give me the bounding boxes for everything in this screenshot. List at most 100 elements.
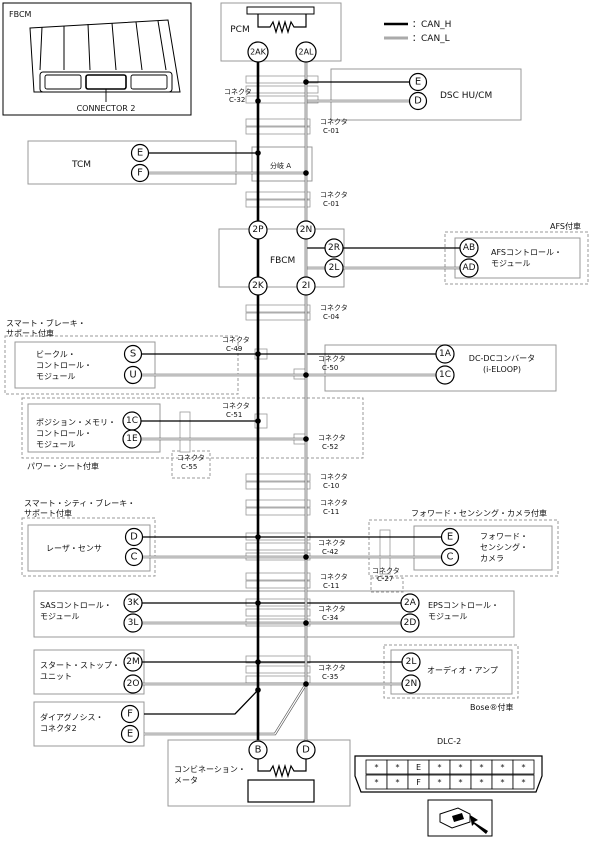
pcm-pin-h-label: 2AK (250, 48, 267, 57)
dlc2-pin-label: * (375, 778, 379, 787)
legend: ：CAN_H ：CAN_L (384, 20, 451, 44)
eps-pin-l: 2D (404, 618, 417, 628)
smart-brake-group-box (4, 335, 239, 395)
diag-pin-h: F (127, 709, 133, 720)
pcm-module: PCM 2AK 2AL (230, 6, 317, 63)
startstop-pin-l: 2O (127, 679, 140, 689)
startstop-name-1: スタート・ストップ・ (40, 661, 120, 670)
c32-block-3 (245, 95, 319, 104)
camera-name-3: カメラ (480, 554, 504, 563)
c55-label: コネクタ (177, 453, 205, 462)
connector-3-icon (130, 74, 168, 90)
meter-name-1: コンビネーション・ (174, 765, 246, 774)
camera-name-1: フォワード・ (480, 532, 528, 541)
c27-block (379, 529, 391, 575)
vehicle-pin-l: U (129, 370, 136, 381)
dlc2-title: DLC-2 (437, 737, 461, 746)
c55-id: C-55 (181, 463, 197, 471)
dsc-module: DSC HU/CM E D (408, 72, 492, 111)
afs-pin-b: AD (462, 263, 475, 273)
laser-sensor-module: スマート・シティ・ブレーキ・ サポート付車 レーザ・センサ D C (24, 498, 144, 567)
meter-pin-h: B (255, 745, 262, 756)
sas-name-1: SASコントロール・ (40, 601, 112, 610)
audio-pin-h: 2L (406, 657, 417, 667)
startstop-pin-h: 2M (126, 657, 140, 667)
housing-ribs (39, 20, 167, 71)
afs-pin-a: AB (463, 243, 475, 253)
c01a-block-2 (245, 126, 311, 135)
diag-connector-box (33, 701, 145, 747)
laser-pin-l: C (131, 552, 138, 563)
position-name-1: ポジション・メモリ・ (36, 418, 116, 427)
c11a-block-1 (245, 499, 311, 508)
dsc-pin-l: D (414, 96, 422, 107)
c52-id: C-52 (322, 443, 338, 451)
c27-label: コネクタ (372, 566, 400, 575)
fbcm-label: FBCM (270, 256, 295, 266)
splice-dots (255, 79, 309, 693)
branch-wires (132, 81, 468, 736)
afs-name-1: AFSコントロール・ (491, 248, 562, 257)
dsc-label: DSC HU/CM (440, 91, 492, 101)
afs-module: AFS付車 AB AD AFSコントロール・ モジュール (459, 221, 581, 278)
position-pin-h: 1C (126, 416, 138, 426)
dcdc-name-2: (i-ELOOP) (483, 365, 521, 374)
c32-block-1 (245, 75, 319, 84)
dlc2-pin-label: * (438, 763, 442, 772)
smart-city-group-1: スマート・シティ・ブレーキ・ (24, 498, 135, 508)
branch-a-box (251, 146, 313, 182)
dlc2-pin-label: * (438, 778, 442, 787)
pcm-pin-l-label: 2AL (298, 48, 314, 57)
dlc2-pin-label: * (480, 763, 484, 772)
dcdc-box (324, 344, 557, 392)
dlc2-pin-label: * (396, 778, 400, 787)
connector-1-icon (44, 74, 82, 90)
startstop-name-2: ユニット (40, 672, 72, 681)
c04-block-2 (245, 312, 311, 321)
smart-city-group-2: サポート付車 (24, 508, 72, 518)
connector-2-label: CONNECTOR 2 (77, 104, 136, 113)
diag-name-1: ダイアグノシス・ (40, 712, 103, 722)
c55-block (179, 411, 191, 453)
pcm-pin-l (295, 41, 317, 63)
dlc2-pin-label: * (396, 763, 400, 772)
position-memory-box (27, 403, 161, 453)
bose-group-box (383, 644, 519, 699)
c49-label: コネクタ (222, 335, 250, 344)
pcm-resistor-icon (257, 14, 307, 35)
c51-id: C-51 (226, 411, 242, 419)
camera-group-box (368, 519, 559, 577)
c42-block-2 (245, 542, 311, 551)
c11a-block-2 (245, 507, 311, 516)
pcm-label: PCM (230, 25, 249, 35)
dcdc-module: 1A 1C DC-DCコンバータ (i-ELOOP) (435, 344, 535, 385)
connector-labels: コネクタ C-32 コネクタ C-01 コネクタ C-01 コネクタ C-04 … (177, 87, 400, 681)
camera-pin-h: E (447, 532, 453, 543)
branch-a-label: 分岐 A (270, 161, 291, 170)
c27-dashed-box (370, 577, 404, 593)
dlc2-cells: **E*******F***** (365, 759, 535, 790)
dlc2-plug-face (452, 813, 464, 822)
dlc2-pin-label: * (522, 778, 526, 787)
vehicle-name-3: モジュール (36, 372, 75, 381)
dlc2-pin-label: * (375, 763, 379, 772)
c32-id: C-32 (229, 96, 245, 104)
c04-label: コネクタ (320, 303, 348, 312)
camera-box (413, 525, 553, 571)
dlc2-pin-label: E (416, 763, 421, 772)
c01a-id: C-01 (323, 127, 339, 135)
c42-id: C-42 (322, 548, 338, 556)
audio-amp-box (390, 649, 513, 695)
camera-group: フォワード・センシング・カメラ付車 (411, 508, 547, 518)
c11b-block-1 (245, 572, 311, 581)
c51-label: コネクタ (222, 401, 250, 410)
dlc2-pin-label: * (459, 778, 463, 787)
c11a-label: コネクタ (320, 498, 348, 507)
dlc2-pin-label: * (501, 778, 505, 787)
c35-label: コネクタ (318, 663, 346, 672)
laser-name: レーザ・センサ (46, 544, 102, 553)
dcdc-name-1: DC-DCコンバータ (469, 354, 535, 363)
c52-label: コネクタ (318, 433, 346, 442)
eps-name-2: モジュール (428, 612, 467, 621)
